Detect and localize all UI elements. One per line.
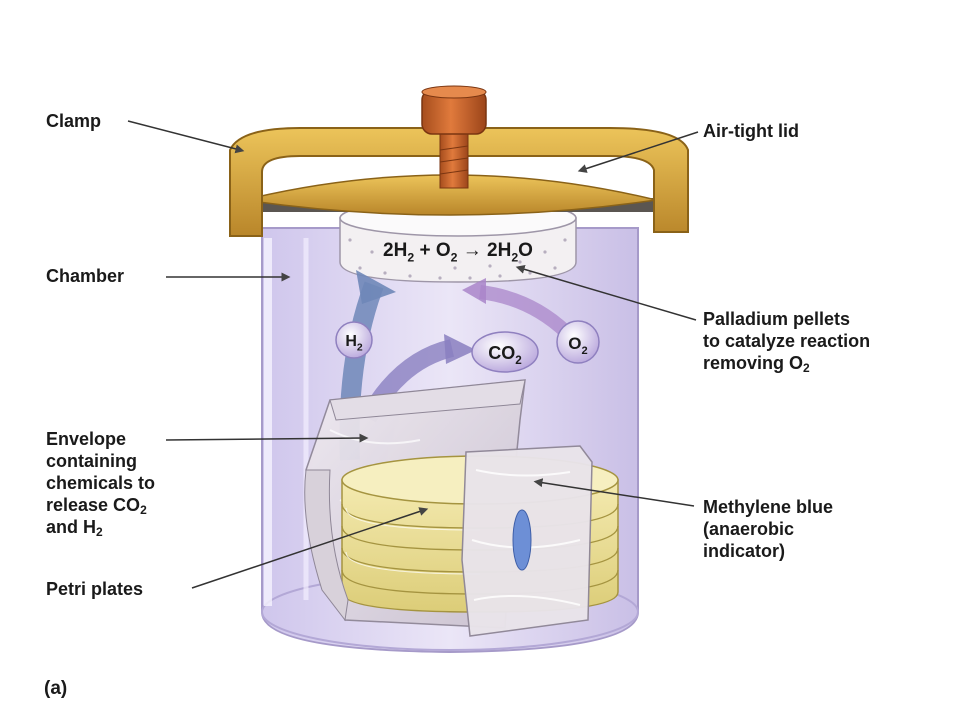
h2-bubble (335, 321, 373, 359)
leader-palladium (515, 264, 697, 321)
figure-label: (a) (44, 678, 68, 699)
methylene-blue-strip (461, 445, 593, 637)
co2-bubble-label: CO2 (488, 343, 522, 367)
methylene-blue-indicator (512, 509, 532, 571)
label-petri-plates: Petri plates (46, 579, 144, 599)
leader-petri (191, 507, 429, 589)
clamp-screw-knob (421, 85, 487, 189)
leader-clamp (127, 120, 245, 154)
co2-bubble (471, 331, 539, 373)
reaction-equation: 2H2 + O2 → 2H2O (383, 240, 533, 264)
leader-lid (577, 131, 699, 173)
leader-lines (127, 120, 699, 589)
leader-methylene (533, 478, 695, 507)
leader-envelope (165, 433, 369, 443)
clamp-bar (229, 127, 689, 237)
label-air-tight-lid: Air-tight lid (703, 121, 799, 141)
label-chamber: Chamber (46, 266, 125, 286)
envelope-front-flap (304, 469, 349, 622)
o2-bubble-label: O2 (568, 334, 587, 357)
o2-bubble (556, 320, 600, 364)
label-clamp: Clamp (46, 111, 102, 131)
air-tight-lid (243, 174, 662, 216)
h2-bubble-label: H2 (345, 333, 363, 354)
o2-arrow (462, 278, 571, 338)
